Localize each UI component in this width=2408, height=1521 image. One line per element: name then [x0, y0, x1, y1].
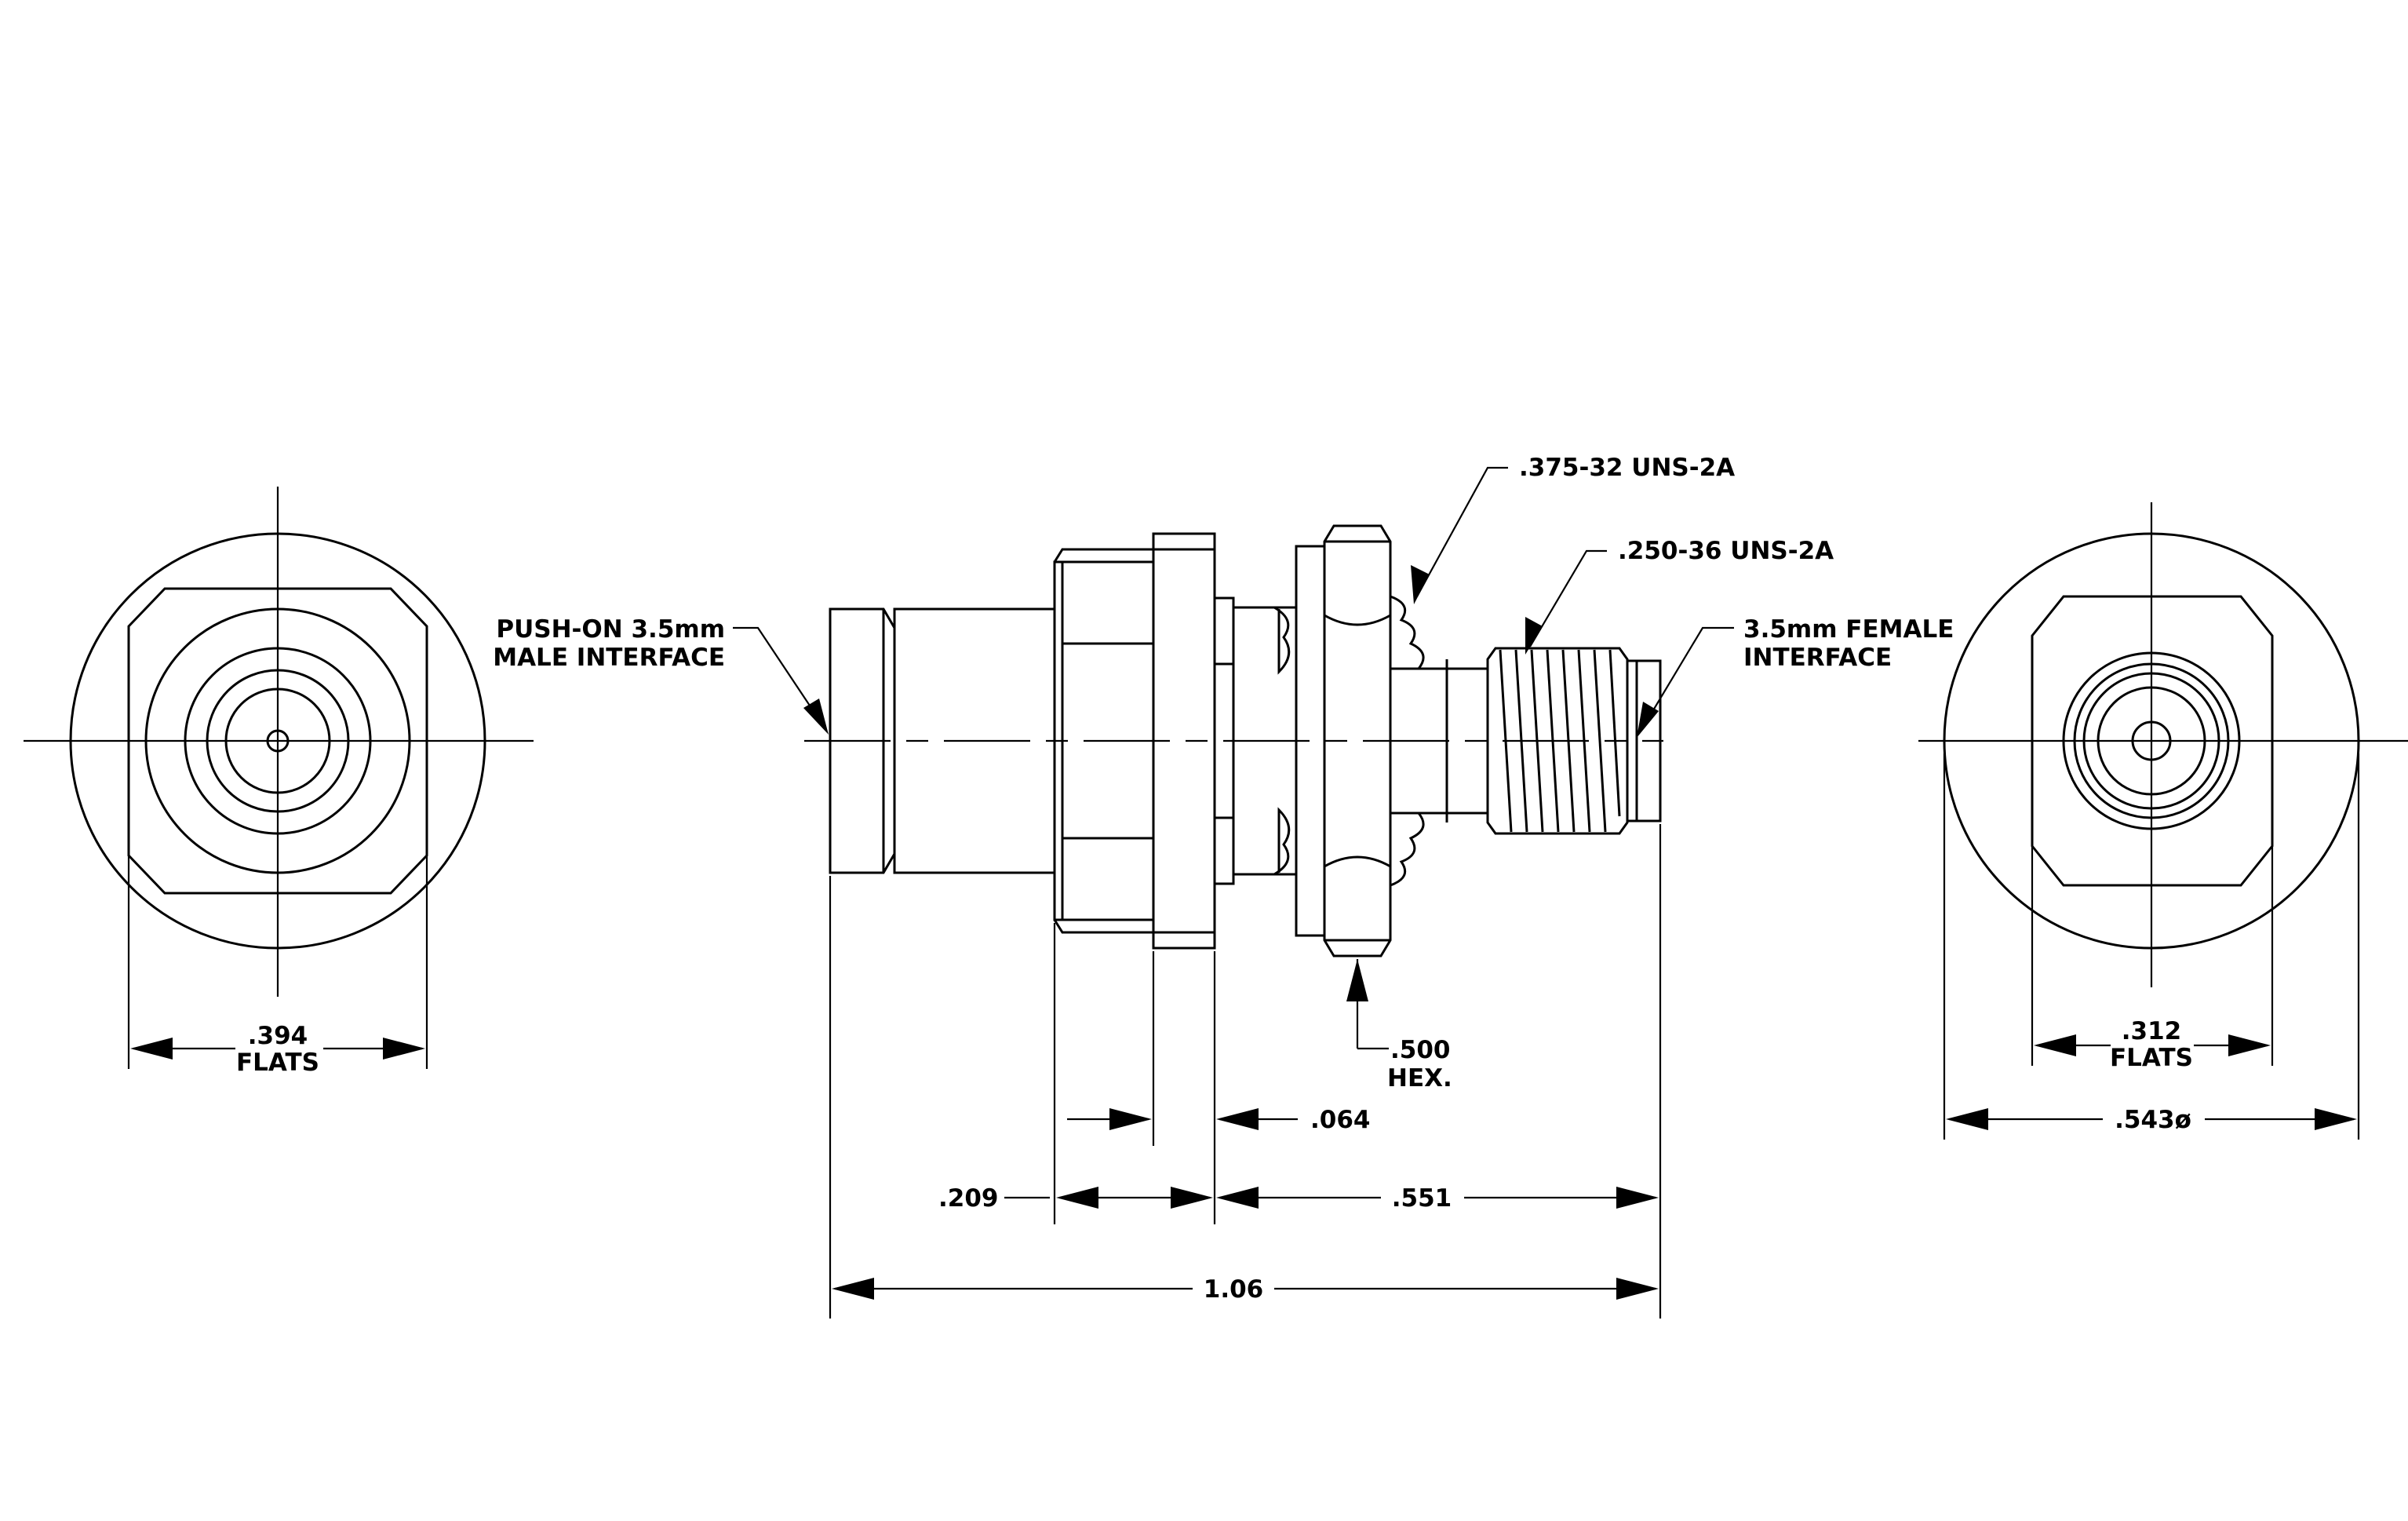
dim-overall-value: 1.06 [1204, 1275, 1264, 1304]
female-leader [1641, 626, 1734, 731]
callouts: PUSH-ON 3.5mm MALE INTERFACE .375-32 UNS… [493, 454, 1954, 1092]
left-view-pin [266, 729, 290, 753]
dim-551-value: .551 [1392, 1184, 1452, 1213]
thread-250-leader [1529, 549, 1607, 647]
right-flats-value: .312 [2122, 1017, 2182, 1045]
left-view-circle-5 [224, 688, 331, 794]
left-flats-arrow-left [130, 1038, 173, 1060]
dim-209-arrow-left [1056, 1187, 1098, 1209]
dim-551-arrow-left [1216, 1187, 1259, 1209]
left-view-circle-2 [144, 607, 411, 874]
dim-209-arrow-right [1171, 1187, 1213, 1209]
left-view-circle-4 [206, 669, 350, 813]
thread-375-arrow [1411, 565, 1430, 604]
dim-209-value: .209 [938, 1184, 999, 1213]
right-end-view: .312 FLATS .543ø [1918, 502, 2408, 1140]
right-diameter-arrow-left [1946, 1108, 1988, 1130]
right-view-flats-outline [2031, 595, 2274, 887]
hex-value: .500 [1390, 1036, 1451, 1064]
right-view-outer-circle [1943, 532, 2360, 950]
right-view-circle-5 [2097, 686, 2206, 796]
thread-375-label: .375-32 UNS-2A [1519, 454, 1735, 482]
hex-unit: HEX. [1387, 1064, 1452, 1092]
female-label-line2: INTERFACE [1743, 644, 1892, 672]
left-flats-arrow-right [383, 1038, 425, 1060]
thread-375-right-top [1390, 595, 1448, 670]
dim-551-arrow-right [1616, 1187, 1659, 1209]
push-on-arrow [803, 698, 829, 735]
female-label-line1: 3.5mm FEMALE [1743, 615, 1954, 644]
hex-body-bottom-edge [1053, 919, 1155, 934]
hex-arrow [1346, 959, 1368, 1001]
push-on-label-line2: MALE INTERFACE [493, 644, 725, 672]
push-on-leader [733, 626, 825, 728]
dim-064-value: .064 [1310, 1106, 1371, 1134]
right-view-circle-2 [2062, 651, 2241, 830]
right-view-pin [2131, 720, 2172, 761]
female-arrow [1637, 702, 1659, 738]
thread-250-arrow [1525, 617, 1543, 655]
left-view-circle-3 [184, 647, 372, 835]
dim-overall-arrow-right [1616, 1278, 1659, 1300]
thread-375-teeth-bottom-left [1273, 807, 1291, 876]
dim-064-arrow-right [1216, 1108, 1259, 1130]
right-flats-arrow-right [2228, 1034, 2271, 1056]
thread-375-teeth-top-left [1273, 606, 1291, 675]
female-thread-body [1486, 647, 1629, 835]
hex-nut-arc-bottom [1324, 855, 1391, 868]
right-diameter-arrow-right [2315, 1108, 2357, 1130]
left-view-outer-circle [69, 532, 486, 950]
hex-body-top-edge [1053, 548, 1155, 563]
right-flats-arrow-left [2034, 1034, 2076, 1056]
side-view [804, 524, 1663, 957]
dim-overall-arrow-left [832, 1278, 874, 1300]
dim-064-arrow-left [1109, 1108, 1152, 1130]
push-on-label-line1: PUSH-ON 3.5mm [496, 615, 725, 644]
thread-375-leader [1416, 466, 1508, 597]
right-flats-unit: FLATS [2110, 1044, 2193, 1072]
thread-375-right-bottom [1390, 812, 1448, 887]
hex-nut-arc-top [1324, 614, 1391, 626]
right-diameter-value: .543ø [2115, 1106, 2191, 1134]
thread-250-label: .250-36 UNS-2A [1618, 537, 1834, 565]
left-flats-unit: FLATS [236, 1049, 319, 1077]
left-end-view: .394 FLATS [24, 487, 534, 1077]
left-flats-value: .394 [248, 1022, 308, 1050]
side-view-dimensions: .064 .209 .551 1.06 [829, 824, 1662, 1319]
right-view-circle-4 [2082, 672, 2220, 810]
right-view-circle-3 [2073, 662, 2230, 819]
female-tip [1626, 659, 1662, 823]
female-thread-lines [1499, 649, 1621, 833]
